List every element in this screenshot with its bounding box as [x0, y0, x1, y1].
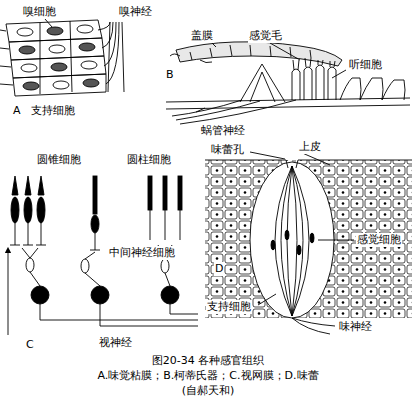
- olfactory-mucosa-stroke: [23, 82, 39, 90]
- caption-line: A.味觉粘膜；B.柯蒂氏器；C.视网膜；D.味蕾: [96, 369, 319, 383]
- part-label: 中间神经细胞: [108, 246, 176, 260]
- organ-of-corti-stroke: [340, 78, 405, 100]
- organ-of-corti-stroke: [212, 43, 346, 78]
- taste-bud-stroke: [250, 152, 354, 305]
- retina-stroke: [30, 272, 170, 286]
- figure-caption: 图20-34 各种感官组织: [152, 354, 264, 368]
- part-label: 味神经: [338, 320, 373, 334]
- retina-stroke: [93, 176, 97, 214]
- part-label: 圆柱细胞: [126, 153, 172, 167]
- organ-of-corti-stroke: [292, 69, 300, 100]
- olfactory-mucosa-stroke: [45, 19, 52, 27]
- retina-stroke: [81, 259, 89, 273]
- retina-stroke: [91, 286, 109, 304]
- retina-stroke: [163, 176, 167, 210]
- olfactory-mucosa-stroke: [83, 79, 99, 87]
- olfactory-mucosa-stroke: [13, 74, 106, 96]
- organ-of-corti-stroke: [170, 54, 212, 63]
- olfactory-mucosa-stroke: [51, 63, 67, 71]
- part-label: 视神经: [98, 336, 133, 350]
- retina-stroke: [31, 286, 49, 304]
- organ-of-corti-stroke: [190, 45, 311, 60]
- organ-of-corti-stroke: [328, 67, 336, 100]
- retina-stroke: [148, 176, 152, 210]
- olfactory-mucosa-stroke: [40, 21, 72, 94]
- part-label: 感觉细胞: [356, 233, 402, 247]
- taste-bud-stroke: [292, 318, 335, 334]
- organ-of-corti-stroke: [304, 67, 312, 100]
- taste-bud-stroke: [297, 245, 301, 255]
- olfactory-mucosa-stroke: [19, 46, 35, 54]
- organ-of-corti: [166, 42, 410, 124]
- caption-line: (自郝天和): [181, 384, 236, 398]
- olfactory-mucosa: [0, 19, 124, 96]
- retina-stroke: [11, 197, 19, 223]
- olfactory-mucosa-stroke: [53, 81, 69, 89]
- organ-of-corti-stroke: [166, 98, 410, 109]
- organ-of-corti-stroke: [240, 64, 285, 102]
- taste-bud-stroke: [275, 166, 309, 316]
- panel-letter: A: [12, 104, 22, 118]
- olfactory-mucosa-stroke: [77, 25, 93, 33]
- retina-stroke: [10, 223, 46, 245]
- retina-stroke: [161, 259, 169, 273]
- part-label: 味蕾孔: [210, 143, 245, 157]
- olfactory-mucosa-stroke: [81, 61, 97, 69]
- retina-stroke: [37, 197, 45, 223]
- panel-letter: C: [25, 338, 35, 352]
- organ-of-corti-stroke: [172, 100, 296, 124]
- retina-stroke: [150, 210, 180, 240]
- retina-stroke: [12, 176, 44, 195]
- part-label: 嗅神经: [118, 5, 153, 19]
- part-label: 支持细胞: [30, 104, 76, 118]
- part-label: 感觉毛: [248, 29, 283, 43]
- olfactory-mucosa-stroke: [49, 45, 65, 53]
- retina-stroke: [178, 176, 182, 210]
- panel-letter: D: [214, 262, 224, 276]
- taste-bud-stroke: [285, 230, 289, 240]
- part-label: 盖膜: [190, 29, 214, 43]
- taste-bud-stroke: [271, 240, 275, 250]
- retina-stroke: [161, 286, 179, 304]
- olfactory-mucosa-stroke: [0, 30, 13, 85]
- panel-letter: B: [165, 68, 175, 82]
- part-label: 支持细胞: [206, 300, 252, 314]
- organ-of-corti-stroke: [316, 65, 324, 100]
- olfactory-mucosa-stroke: [108, 22, 124, 92]
- taste-bud-stroke: [205, 160, 412, 318]
- part-label: 听细胞: [348, 58, 383, 72]
- olfactory-mucosa-stroke: [79, 43, 95, 51]
- olfactory-mucosa-stroke: [17, 28, 33, 36]
- olfactory-mucosa-stroke: [21, 64, 37, 72]
- part-label: 上皮: [298, 140, 322, 154]
- olfactory-mucosa-stroke: [47, 27, 63, 35]
- taste-bud: [205, 152, 412, 334]
- part-label: 蜗管神经: [200, 124, 246, 138]
- taste-bud-stroke: [310, 233, 314, 243]
- retina-stroke: [26, 258, 34, 272]
- retina-stroke: [90, 233, 100, 250]
- retina-stroke: [40, 304, 198, 326]
- organ-of-corti-stroke: [176, 42, 342, 66]
- retina-stroke: [91, 215, 99, 233]
- part-label: 圆锥细胞: [36, 153, 82, 167]
- retina-stroke: [8, 250, 9, 335]
- part-label: 嗅细胞: [22, 5, 57, 19]
- retina-stroke: [24, 197, 32, 223]
- retina: [8, 176, 198, 335]
- taste-bud-stroke: [205, 160, 412, 161]
